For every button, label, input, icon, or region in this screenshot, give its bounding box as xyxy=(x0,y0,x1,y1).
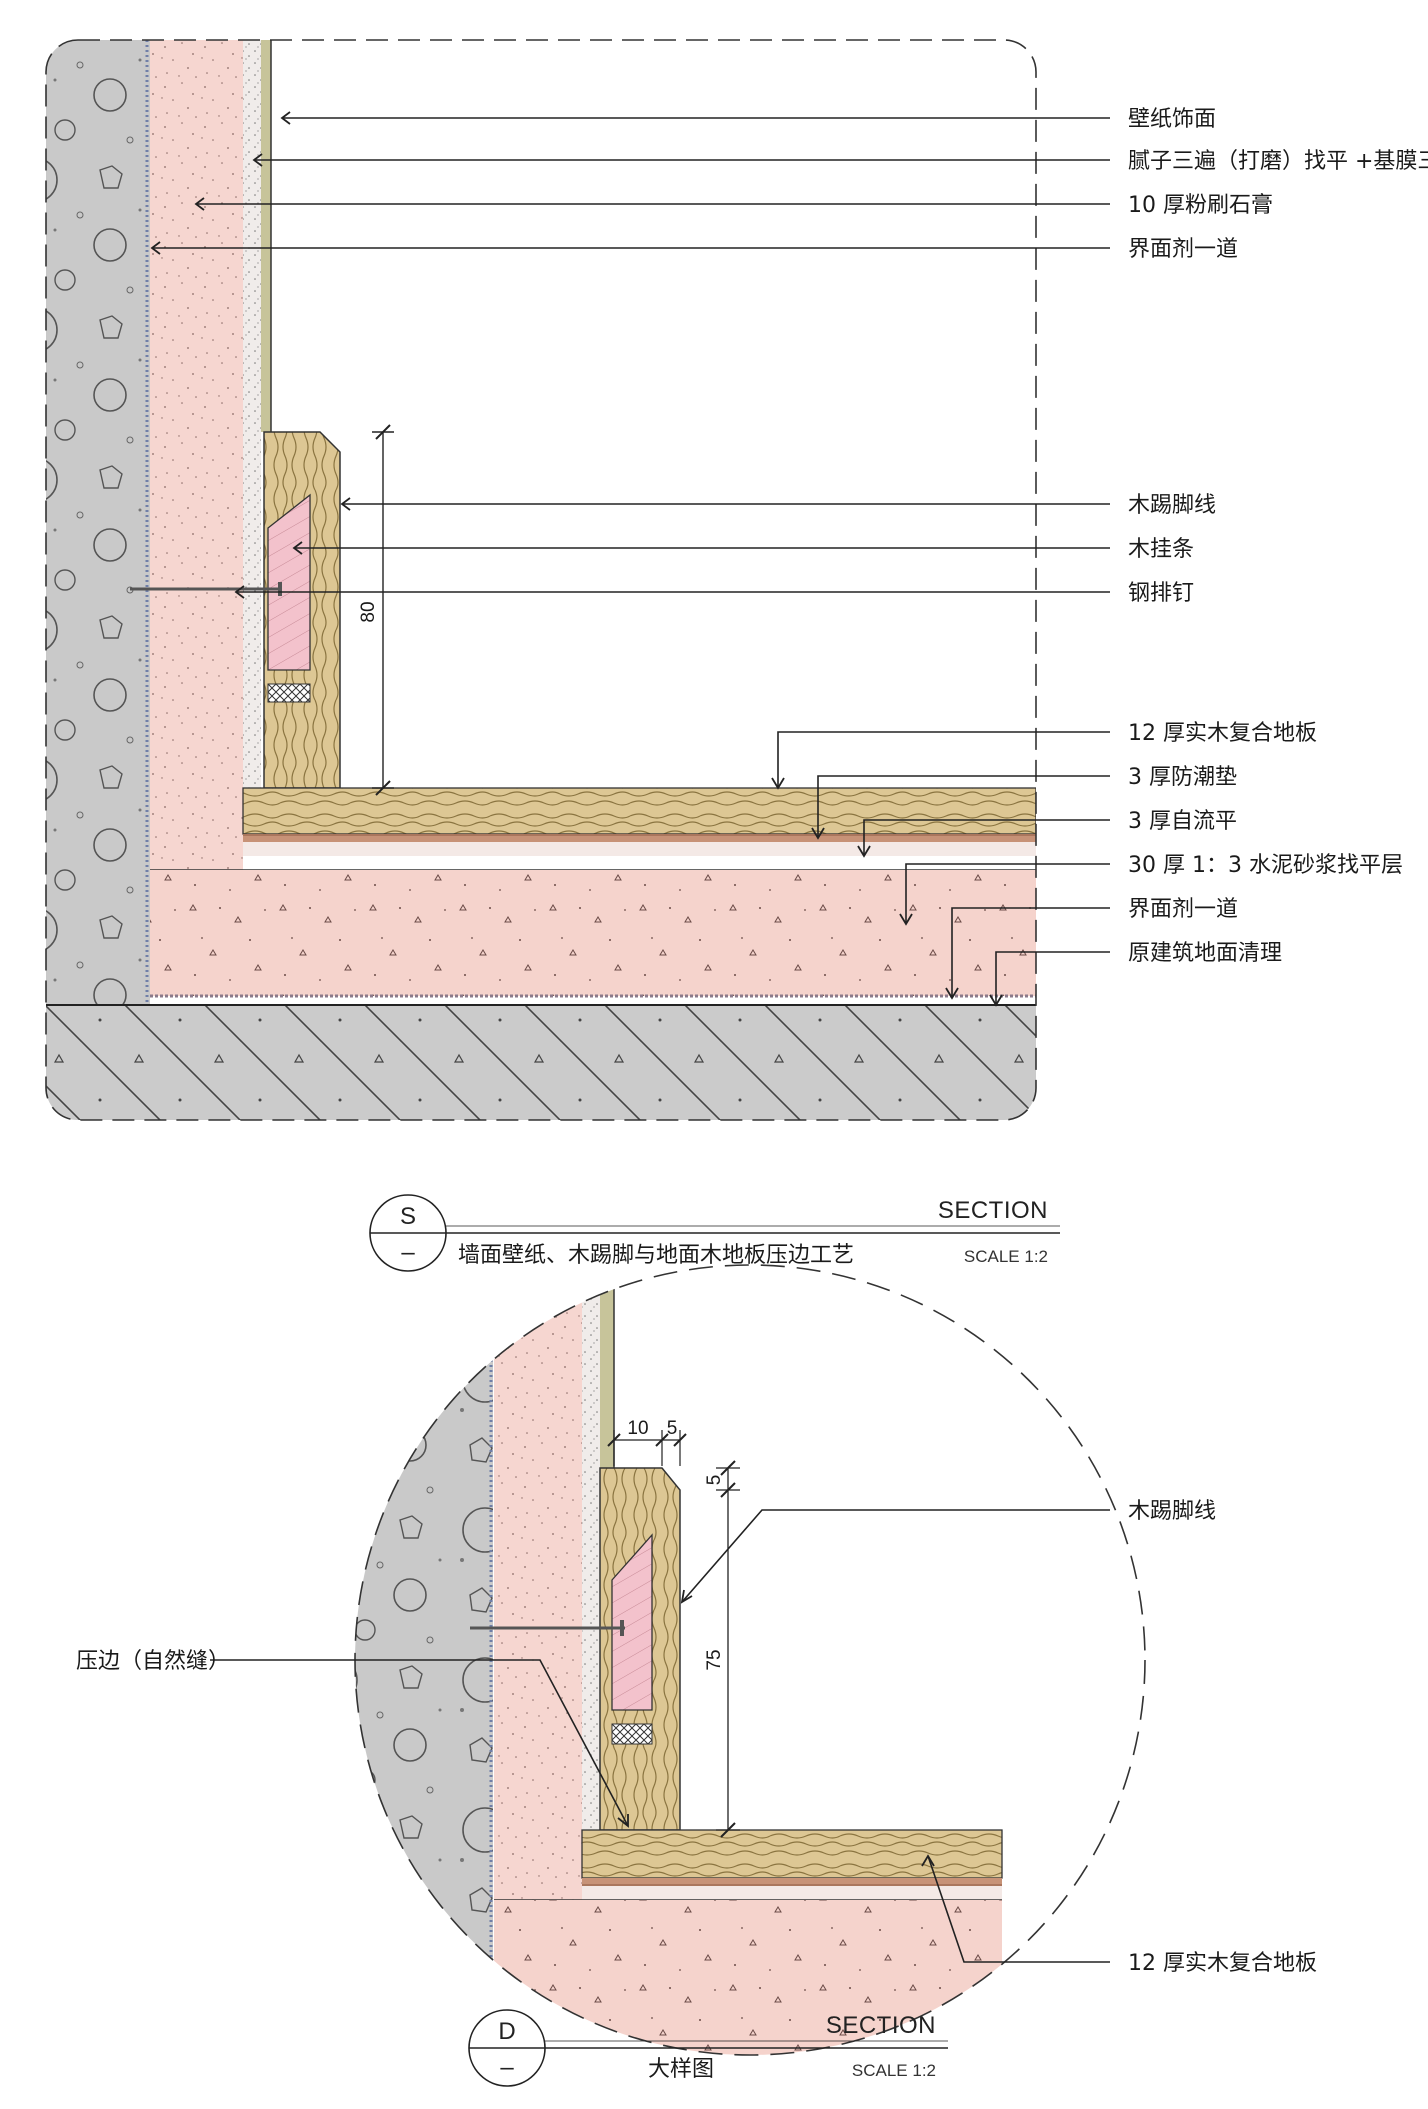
section-s-title-block: S – SECTION 墙面壁纸、木踢脚与地面木地板压边工艺 SCALE 1:2 xyxy=(369,1194,1060,1272)
section-d-tag-sub: – xyxy=(500,2054,514,2081)
dimension-80-text: 80 xyxy=(358,601,379,622)
section-d-drawing xyxy=(355,1265,1003,2055)
section-d-title-block: D – SECTION 大样图 SCALE 1:2 xyxy=(468,2009,948,2087)
section-s-drawing xyxy=(46,40,1036,1120)
section-s-section-word: SECTION xyxy=(938,1197,1048,1224)
section-s-title: 墙面壁纸、木踢脚与地面木地板压边工艺 xyxy=(458,1243,854,1268)
label-d-wood-skirting: 木踢脚线 xyxy=(1128,1499,1216,1524)
wall-layer-leaders xyxy=(150,111,1110,599)
label-putty-three-coats: 腻子三遍（打磨）找平 +基膜三遍 xyxy=(1128,149,1428,174)
label-wood-skirting: 木踢脚线 xyxy=(1128,493,1216,518)
label-d-engineered-floor: 12 厚实木复合地板 xyxy=(1128,1951,1317,1976)
section-d-labels: 木踢脚线 压边（自然缝） 12 厚实木复合地板 xyxy=(76,1499,1317,1976)
dimension-10-text: 10 xyxy=(627,1418,648,1439)
label-moisture-pad: 3 厚防潮垫 xyxy=(1128,765,1237,790)
label-interface-agent-floor: 界面剂一道 xyxy=(1128,897,1238,922)
section-s-scale: SCALE 1:2 xyxy=(964,1247,1048,1266)
section-d-tag-letter: D xyxy=(498,2018,515,2045)
section-s-tag-letter: S xyxy=(400,1203,416,1230)
dimension-75-text: 75 xyxy=(704,1649,725,1670)
section-s-tag-sub: – xyxy=(401,1239,415,1266)
section-d-dimensions: 10 5 5 75 xyxy=(607,1418,740,1838)
section-d-scale: SCALE 1:2 xyxy=(852,2061,936,2080)
label-wallpaper-finish: 壁纸饰面 xyxy=(1128,107,1216,132)
label-floor-cleaning: 原建筑地面清理 xyxy=(1128,941,1282,966)
floor-layer-leaders xyxy=(771,731,1110,1007)
dimension-80: 80 xyxy=(358,424,394,796)
section-s-labels: 壁纸饰面 腻子三遍（打磨）找平 +基膜三遍 10 厚粉刷石膏 界面剂一道 木踢脚… xyxy=(1128,107,1428,966)
label-wood-batten: 木挂条 xyxy=(1128,537,1194,562)
label-cement-screed: 30 厚 1：3 水泥砂浆找平层 xyxy=(1128,853,1403,878)
section-d-leaders xyxy=(210,1509,1110,1963)
section-s-frame xyxy=(45,39,1037,1121)
label-d-edge-natural-joint: 压边（自然缝） xyxy=(76,1649,230,1674)
section-d-section-word: SECTION xyxy=(826,2012,936,2039)
dimension-5-horizontal-text: 5 xyxy=(667,1418,678,1439)
label-interface-agent-wall: 界面剂一道 xyxy=(1128,237,1238,262)
label-gypsum-plaster: 10 厚粉刷石膏 xyxy=(1128,193,1273,218)
label-engineered-floor: 12 厚实木复合地板 xyxy=(1128,721,1317,746)
label-steel-nails: 钢排钉 xyxy=(1128,581,1194,606)
dimension-5-vertical-text: 5 xyxy=(704,1475,725,1486)
label-self-leveling: 3 厚自流平 xyxy=(1128,809,1237,834)
section-d-title: 大样图 xyxy=(648,2057,714,2082)
